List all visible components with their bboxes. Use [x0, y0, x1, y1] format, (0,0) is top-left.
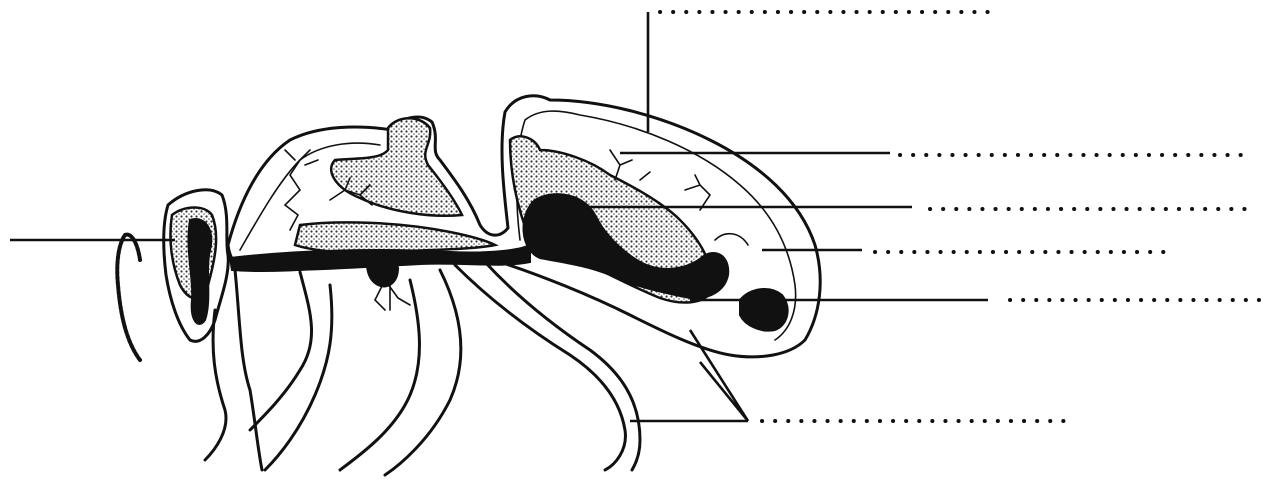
antenna [117, 235, 140, 360]
leader-7b [700, 362, 748, 421]
label-blanks [660, 12, 1265, 421]
body-outline [164, 96, 821, 357]
leader-lines [10, 12, 988, 421]
solid-organs [188, 194, 787, 331]
leader-7a [690, 330, 748, 421]
legs [205, 262, 640, 475]
